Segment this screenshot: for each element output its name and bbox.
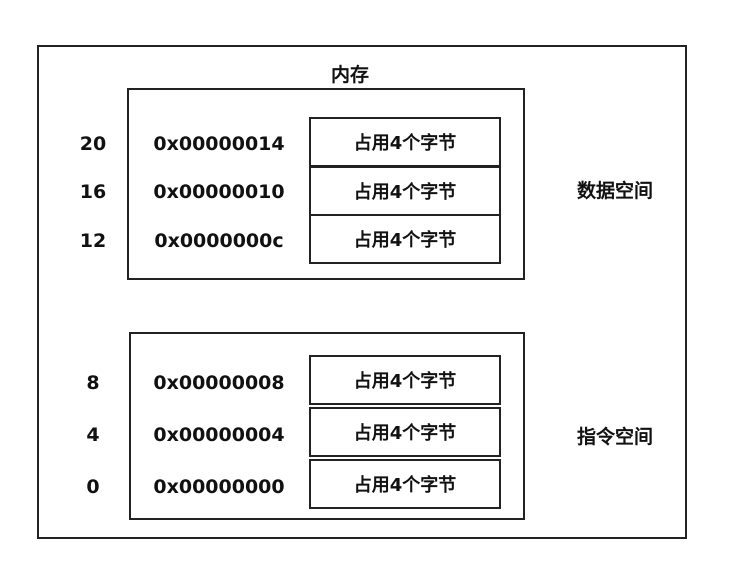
instruction-row-offset: 8 (86, 372, 100, 394)
instruction-row-address: 0x00000004 (153, 424, 285, 446)
instruction-memory-cell: 占用4个字节 (309, 407, 501, 457)
instruction-row-offset: 0 (86, 476, 100, 498)
memory-title: 内存 (330, 64, 369, 86)
instruction-row-offset: 4 (86, 424, 100, 446)
data-row-offset: 16 (79, 181, 107, 203)
data-space-label: 数据空间 (576, 180, 653, 202)
data-row-address: 0x0000000c (154, 230, 284, 252)
data-memory-cell: 占用4个字节 (309, 117, 501, 167)
data-space-region (127, 88, 525, 280)
data-row-offset: 20 (79, 133, 107, 155)
data-memory-cell: 占用4个字节 (309, 214, 501, 264)
data-memory-cell: 占用4个字节 (309, 166, 501, 216)
instruction-memory-cell: 占用4个字节 (309, 355, 501, 405)
data-row-address: 0x00000014 (153, 133, 285, 155)
instruction-memory-cell: 占用4个字节 (309, 459, 501, 509)
data-row-address: 0x00000010 (153, 181, 285, 203)
data-row-offset: 12 (79, 230, 107, 252)
instruction-row-address: 0x00000000 (153, 476, 285, 498)
instruction-space-region (129, 332, 525, 520)
memory-frame (37, 45, 687, 539)
instruction-space-label: 指令空间 (576, 426, 653, 448)
instruction-row-address: 0x00000008 (153, 372, 285, 394)
